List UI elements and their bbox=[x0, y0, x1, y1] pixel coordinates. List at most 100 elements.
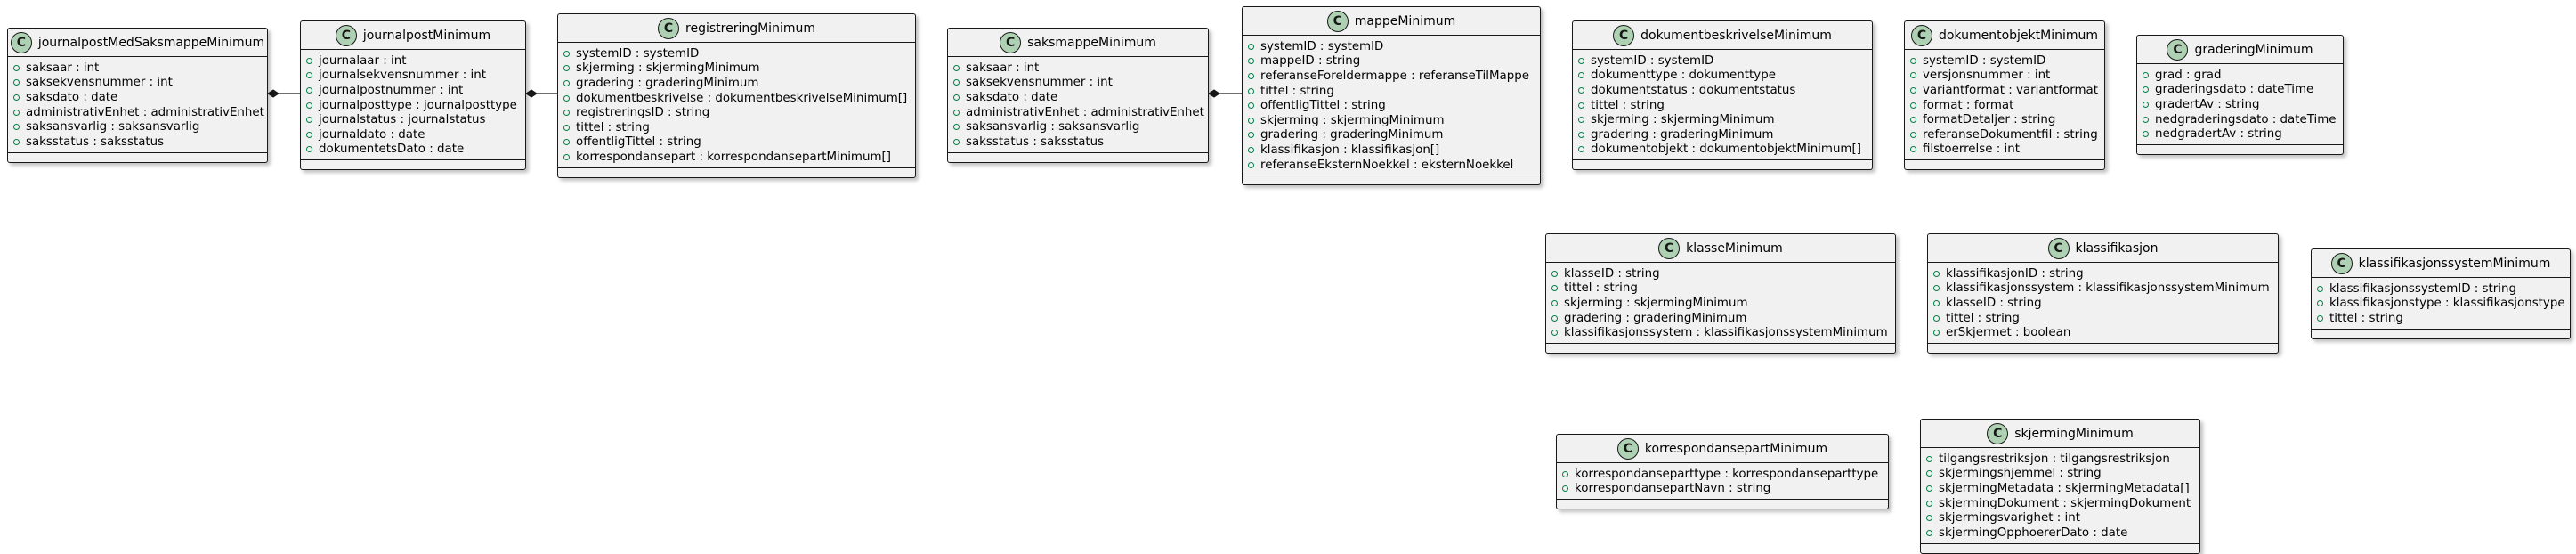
public-visibility-icon bbox=[2143, 86, 2149, 94]
attribute-row: referanseEksternNoekkel : eksternNoekkel bbox=[1248, 158, 1535, 173]
attribute-text: tilgangsrestriksjon : tilgangsrestriksjo… bbox=[1939, 452, 2170, 466]
operation-list bbox=[1243, 175, 1540, 184]
class-name: klasseMinimum bbox=[1686, 240, 1783, 256]
attribute-text: dokumentstatus : dokumentstatus bbox=[1591, 83, 1796, 97]
attribute-text: klassifikasjonssystem : klassifikasjonss… bbox=[1946, 281, 2270, 296]
public-visibility-icon bbox=[1551, 330, 1558, 337]
public-visibility-icon bbox=[2317, 285, 2323, 292]
attribute-text: saksansvarlig : saksansvarlig bbox=[966, 120, 1140, 134]
attribute-text: filstoerrelse : int bbox=[1923, 143, 2020, 157]
public-visibility-icon bbox=[306, 102, 312, 109]
attribute-text: skjerming : skjermingMinimum bbox=[1564, 296, 1748, 310]
attribute-row: referanseForeldermappe : referanseTilMap… bbox=[1248, 69, 1535, 84]
attribute-row: saksaar : int bbox=[13, 61, 262, 76]
attribute-row: administrativEnhet : administrativEnhet bbox=[953, 105, 1204, 120]
class-name: klassifikasjon bbox=[2075, 240, 2159, 256]
attribute-row: systemID : systemID bbox=[1248, 39, 1535, 54]
class-divider bbox=[1928, 342, 2278, 344]
attribute-row: korrespondansepartNavn : string bbox=[1562, 482, 1883, 497]
public-visibility-icon bbox=[563, 124, 570, 131]
public-visibility-icon bbox=[1248, 58, 1254, 65]
attribute-row: skjerming : skjermingMinimum bbox=[1248, 113, 1535, 128]
attribute-text: saksaar : int bbox=[26, 61, 100, 75]
attribute-text: skjermingsvarighet : int bbox=[1939, 511, 2081, 525]
public-visibility-icon bbox=[1578, 57, 1584, 64]
attribute-row: saksansvarlig : saksansvarlig bbox=[13, 119, 262, 134]
class-divider bbox=[558, 42, 915, 43]
operation-list bbox=[1905, 160, 2104, 169]
public-visibility-icon bbox=[1910, 86, 1916, 94]
public-visibility-icon bbox=[306, 57, 312, 64]
attribute-row: tittel : string bbox=[1551, 281, 1890, 297]
public-visibility-icon bbox=[563, 94, 570, 102]
attribute-text: tittel : string bbox=[1260, 84, 1334, 98]
attribute-list: korrespondanseparttype : korrespondansep… bbox=[1557, 463, 1888, 499]
public-visibility-icon bbox=[306, 117, 312, 124]
class-badge-icon: C bbox=[1987, 422, 2009, 444]
class-badge-icon: C bbox=[10, 31, 32, 53]
attribute-text: journalpostnummer : int bbox=[319, 83, 464, 97]
attribute-row: tittel : string bbox=[1248, 84, 1535, 99]
attribute-row: dokumentobjekt : dokumentobjektMinimum[] bbox=[1578, 143, 1867, 158]
public-visibility-icon bbox=[1248, 43, 1254, 50]
class-divider bbox=[2312, 328, 2570, 330]
public-visibility-icon bbox=[1248, 102, 1254, 110]
class-name: saksmappeMinimum bbox=[1027, 35, 1156, 50]
attribute-text: variantformat : variantformat bbox=[1923, 83, 2098, 97]
class-divider bbox=[2312, 277, 2570, 278]
attribute-row: gradering : graderingMinimum bbox=[1551, 311, 1890, 326]
attribute-row: format : format bbox=[1910, 98, 2099, 113]
attribute-row: systemID : systemID bbox=[1910, 53, 2099, 69]
class-divider bbox=[1573, 159, 1872, 161]
attribute-row: nedgradertAv : string bbox=[2143, 126, 2337, 142]
public-visibility-icon bbox=[953, 79, 960, 86]
attribute-text: klassifikasjonssystemID : string bbox=[2329, 281, 2517, 296]
attribute-text: gradertAv : string bbox=[2155, 97, 2260, 111]
public-visibility-icon bbox=[1578, 146, 1584, 153]
attribute-text: saksstatus : saksstatus bbox=[966, 134, 1105, 149]
attribute-text: systemID : systemID bbox=[1923, 53, 2046, 68]
class-badge-icon: C bbox=[2167, 38, 2189, 61]
attribute-row: referanseDokumentfil : string bbox=[1910, 127, 2099, 143]
attribute-text: klassifikasjonID : string bbox=[1946, 266, 2084, 281]
class-divider bbox=[1905, 159, 2104, 161]
class-badge-icon: C bbox=[1910, 24, 1932, 46]
attribute-text: administrativEnhet : administrativEnhet bbox=[966, 105, 1204, 119]
attribute-text: gradering : graderingMinimum bbox=[1564, 311, 1747, 325]
attribute-row: gradering : graderingMinimum bbox=[1578, 127, 1867, 143]
class-badge-icon: C bbox=[2047, 237, 2070, 259]
attribute-text: klassifikasjon : klassifikasjon[] bbox=[1260, 143, 1440, 157]
attribute-row: skjermingsvarighet : int bbox=[1926, 510, 2194, 525]
attribute-row: saksaar : int bbox=[953, 61, 1203, 76]
public-visibility-icon bbox=[306, 86, 312, 94]
attribute-text: skjermingDokument : skjermingDokument bbox=[1939, 496, 2191, 510]
attribute-text: dokumentobjekt : dokumentobjektMinimum[] bbox=[1591, 143, 1861, 157]
public-visibility-icon bbox=[1933, 299, 1940, 306]
public-visibility-icon bbox=[1248, 146, 1254, 153]
attribute-text: korrespondanseparttype : korrespondansep… bbox=[1575, 467, 1879, 481]
class-divider bbox=[948, 151, 1208, 153]
attribute-text: offentligTittel : string bbox=[1260, 99, 1386, 113]
class-divider bbox=[1546, 262, 1895, 263]
public-visibility-icon bbox=[953, 64, 960, 71]
